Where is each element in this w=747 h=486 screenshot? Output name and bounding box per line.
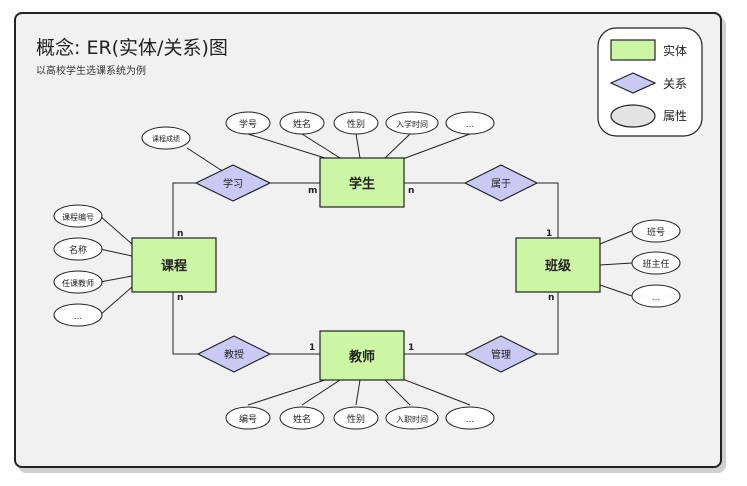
relationship-manage-label: 管理 [491,348,511,361]
entity-class-label: 班级 [545,258,572,274]
svg-text:姓名: 姓名 [293,118,311,130]
relationship-belong-label: 属于 [491,178,511,190]
attribute-student-4: ... [445,111,495,135]
attribute-course-2: 任课教师 [53,270,103,294]
relationship-manage: 管理 [463,335,539,373]
attribute-course-1: 名称 [53,237,103,261]
cardinality-study-student: m [308,186,317,196]
svg-text:编号: 编号 [239,413,257,425]
attribute-teacher-1: 姓名 [279,406,325,430]
cardinality-belong-student: n [408,186,414,196]
svg-text:入职时间: 入职时间 [396,414,428,424]
relationship-teach-label: 教授 [224,348,244,361]
attribute-teacher-0: 编号 [225,406,271,430]
attribute-course-0: 课程编号 [53,204,103,228]
cardinality-manage-teacher: 1 [408,343,414,353]
entity-course-label: 课程 [161,259,187,274]
svg-text:课程成绩: 课程成绩 [152,134,180,143]
attribute-student-0: 学号 [225,111,271,135]
attribute-student-1: 姓名 [279,111,325,135]
svg-text:...: ... [652,293,661,303]
svg-text:入学时间: 入学时间 [396,119,428,129]
attribute-teacher-3: 入职时间 [385,406,439,430]
legend-entity-label: 实体 [663,43,687,58]
svg-text:性别: 性别 [347,413,365,425]
entity-class: 班级 [515,237,601,293]
entity-course: 课程 [131,237,217,293]
legend-relationship-label: 关系 [663,77,687,91]
cardinality-teach-course: n [177,293,183,303]
attribute-class-2: ... [631,284,681,308]
cardinality-belong-class: 1 [546,229,552,239]
svg-text:任课教师: 任课教师 [62,278,94,288]
entity-teacher-label: 教师 [348,349,375,365]
entity-student-label: 学生 [349,176,375,192]
relationship-teach: 教授 [196,335,272,373]
attribute-teacher-4: ... [445,406,495,430]
attribute-course-3: ... [53,303,103,327]
svg-text:班主任: 班主任 [642,258,669,270]
connector-lines [99,133,633,406]
svg-text:学号: 学号 [239,118,257,130]
relationship-study: 学习 [194,164,272,202]
svg-text:课程编号: 课程编号 [62,212,94,222]
attribute-student-2: 性别 [333,111,379,135]
svg-text:名称: 名称 [69,244,87,256]
legend-relationship-swatch [609,72,657,94]
cardinality-teach-teacher: 1 [309,343,315,353]
diagram-title: 概念: ER(实体/关系)图 [36,36,228,59]
svg-text:...: ... [74,312,83,322]
svg-text:...: ... [466,120,475,130]
attribute-teacher-2: 性别 [333,406,379,430]
svg-text:性别: 性别 [347,118,365,130]
entity-teacher: 教师 [319,330,405,381]
attribute-study-0: 课程成绩 [141,126,191,150]
attribute-class-1: 班主任 [631,251,681,275]
cardinality-manage-class: n [548,293,554,303]
svg-text:姓名: 姓名 [293,413,311,425]
relationship-belong: 属于 [463,164,539,202]
relationship-study-label: 学习 [223,177,243,190]
entity-student: 学生 [319,157,405,208]
svg-text:班号: 班号 [647,226,665,238]
legend-attribute-label: 属性 [663,109,687,123]
attribute-class-0: 班号 [631,219,681,243]
diagram-subtitle: 以高校学生选课系统为例 [36,64,146,77]
legend-attribute-swatch [610,104,656,128]
legend: 实体 关系 属性 [597,27,703,137]
legend-entity-swatch [610,39,656,61]
cardinality-study-course: n [177,229,183,239]
attribute-student-3: 入学时间 [385,111,439,135]
svg-text:...: ... [466,415,475,425]
